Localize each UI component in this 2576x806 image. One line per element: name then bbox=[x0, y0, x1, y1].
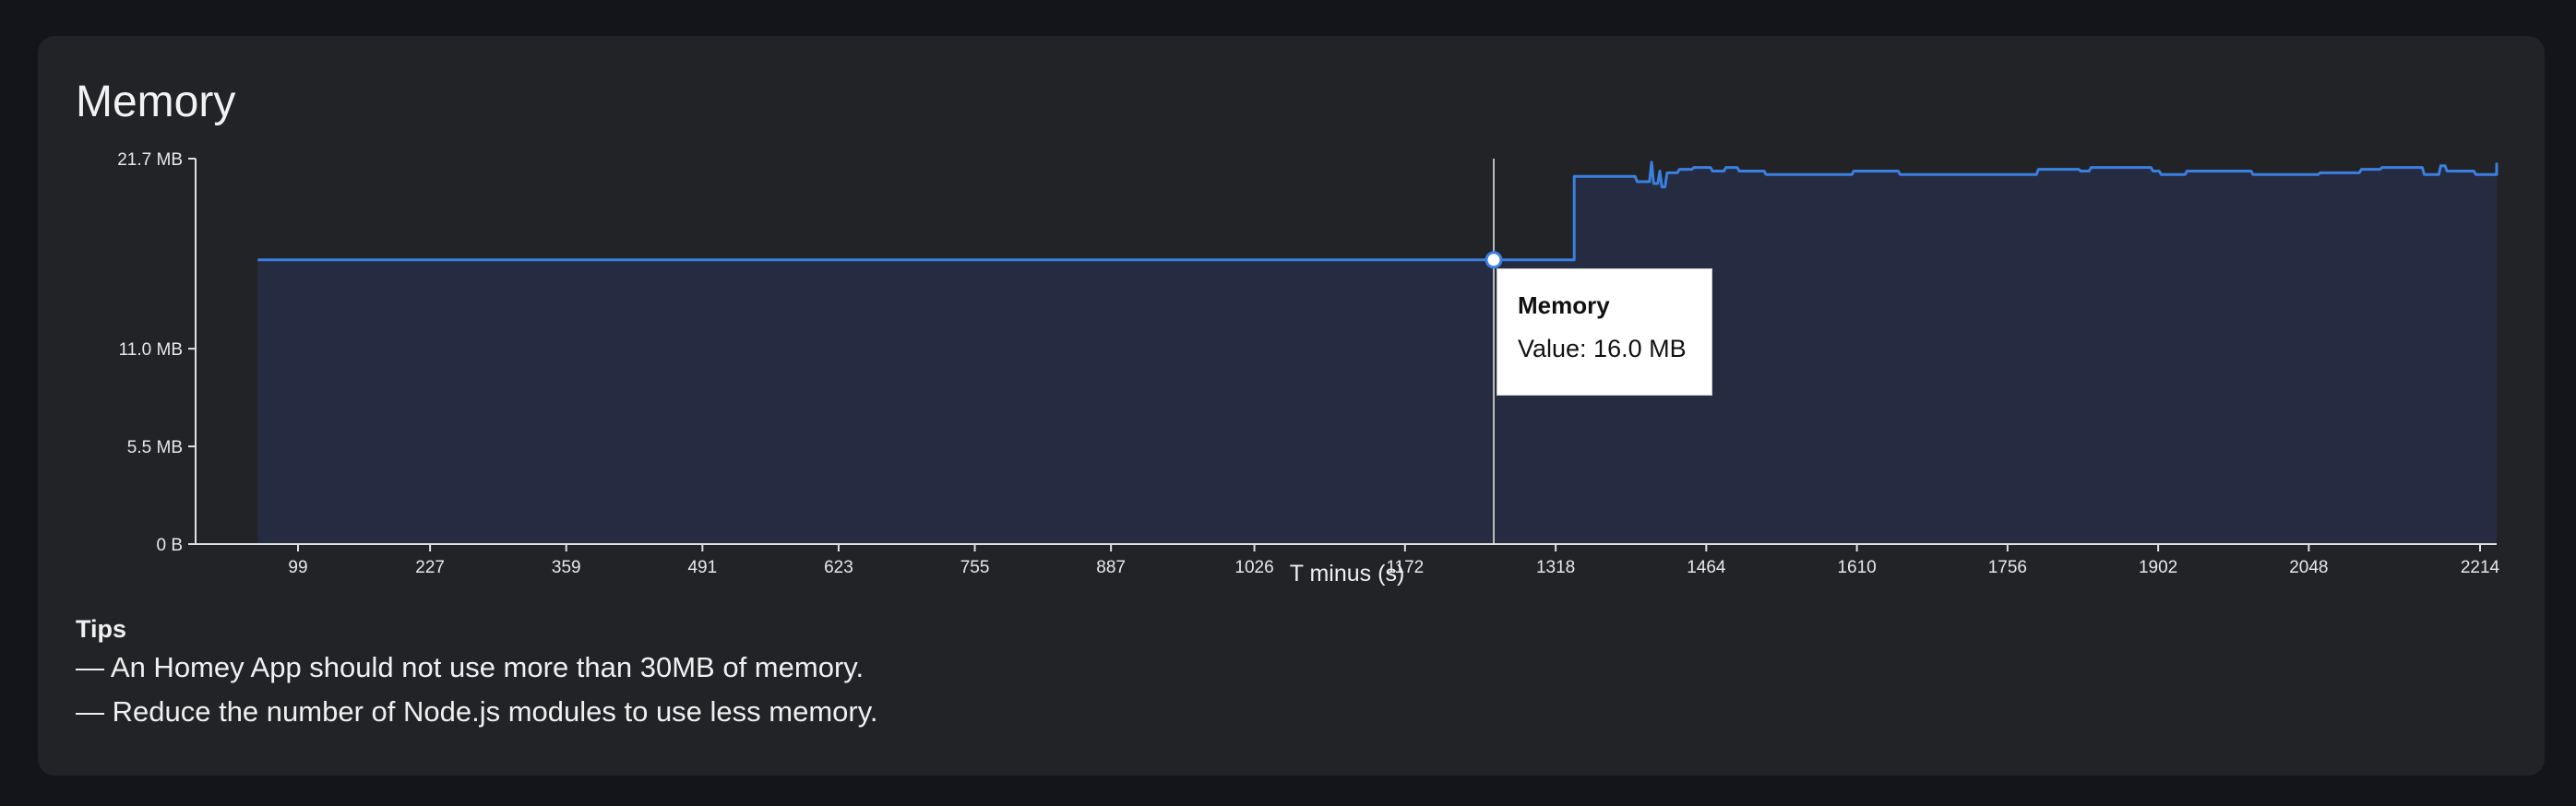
x-tick-label: 227 bbox=[415, 558, 445, 577]
x-tick-label: 1318 bbox=[1536, 558, 1575, 577]
x-tick-label: 99 bbox=[288, 558, 307, 577]
y-tick-label: 21.7 MB bbox=[117, 150, 183, 170]
x-tick-label: 1610 bbox=[1837, 558, 1876, 577]
card-title: Memory bbox=[76, 77, 236, 126]
x-tick-label: 887 bbox=[1096, 558, 1126, 577]
x-tick-label: 1026 bbox=[1234, 558, 1273, 577]
x-tick-label: 2214 bbox=[2461, 558, 2500, 577]
chart-axes: 0 B 5.5 MB 11.0 MB 21.7 MB 99 227 359 491 623 755… bbox=[117, 150, 2499, 577]
x-tick-label: 623 bbox=[824, 558, 853, 577]
tip-item: — Reduce the number of Node.js modules t… bbox=[76, 695, 878, 728]
hover-point[interactable] bbox=[1485, 251, 1503, 269]
tips-heading: Tips bbox=[76, 615, 127, 643]
x-tick-label: 1756 bbox=[1988, 558, 2027, 577]
x-tick-label: 1464 bbox=[1687, 558, 1726, 577]
y-tick-label: 0 B bbox=[156, 536, 183, 555]
x-tick-label: 1172 bbox=[1386, 558, 1424, 577]
y-tick-label: 5.5 MB bbox=[127, 438, 183, 457]
tooltip-value: Value: 16.0 MB bbox=[1518, 335, 1687, 362]
memory-area bbox=[257, 161, 2497, 544]
x-tick-label: 1902 bbox=[2139, 558, 2177, 577]
tip-item: — An Homey App should not use more than … bbox=[76, 651, 865, 683]
tips-section: Tips — An Homey App should not use more … bbox=[76, 612, 878, 734]
x-tick-label: 2048 bbox=[2289, 558, 2328, 577]
y-tick-label: 11.0 MB bbox=[119, 340, 183, 360]
chart-tooltip: Memory Value: 16.0 MB bbox=[1497, 268, 1712, 396]
x-tick-label: 755 bbox=[960, 558, 990, 577]
x-axis-title: T minus (s) bbox=[1290, 561, 1405, 587]
x-tick-label: 359 bbox=[552, 558, 581, 577]
tooltip-title: Memory bbox=[1518, 291, 1610, 319]
x-tick-label: 491 bbox=[687, 558, 717, 577]
memory-line bbox=[257, 160, 2498, 262]
